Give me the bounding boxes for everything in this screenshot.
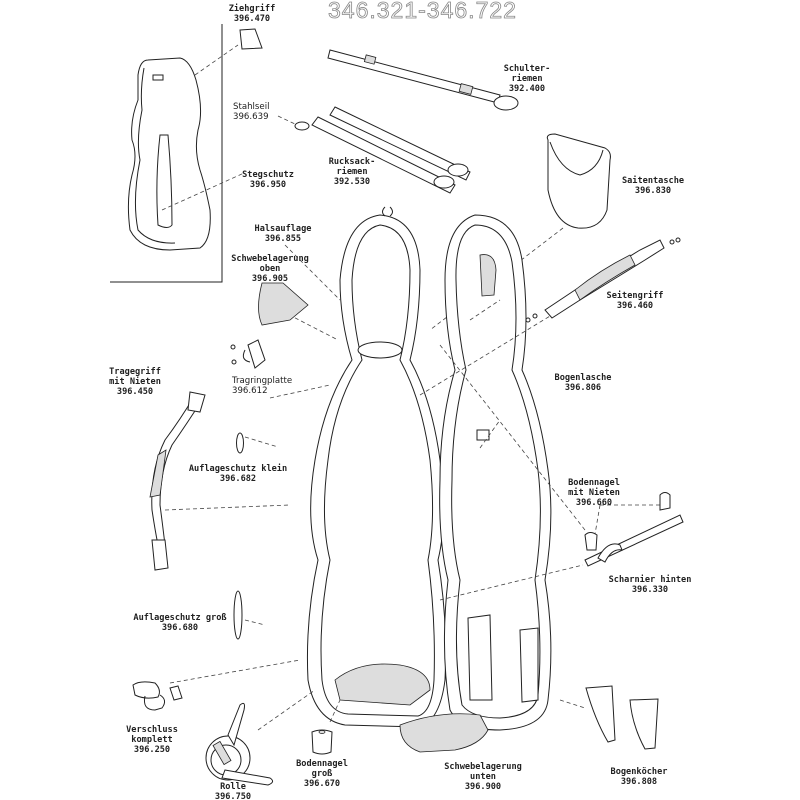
rolle-drawing xyxy=(205,702,274,786)
part-name: komplett xyxy=(131,735,173,745)
part-number: 396.905 xyxy=(251,274,289,284)
bodennagel-gross-drawing xyxy=(311,729,333,755)
part-number: 396.680 xyxy=(161,623,199,633)
case-lid-drawing xyxy=(306,206,447,728)
part-name: Bodennagel xyxy=(296,759,348,769)
part-name: Ziehgriff xyxy=(228,4,276,14)
verschluss-drawing xyxy=(132,681,183,711)
schwebelagerung-unten-drawing xyxy=(399,713,489,753)
part-name: Verschluss xyxy=(126,725,178,735)
part-name: Bogenlasche xyxy=(554,373,612,383)
part-name: groß xyxy=(311,769,333,779)
part-name: mit Nieten xyxy=(109,377,161,387)
part-name: mit Nieten xyxy=(568,488,620,498)
part-number: 396.808 xyxy=(620,777,658,787)
part-number: 396.250 xyxy=(133,745,171,755)
case-shell-drawing xyxy=(439,214,552,731)
auflageschutz-gross-drawing xyxy=(233,590,243,640)
part-number: 396.639 xyxy=(233,112,269,122)
part-name: riemen xyxy=(511,74,543,84)
part-name: Stegschutz xyxy=(242,170,294,180)
part-number: 392.530 xyxy=(333,177,371,187)
diagram-title: 346.321-346.722 xyxy=(328,0,517,23)
part-name: Saitentasche xyxy=(621,176,685,186)
part-name: Rucksack- xyxy=(328,157,376,167)
part-number: 396.950 xyxy=(249,180,287,190)
part-number: 396.670 xyxy=(303,779,341,789)
part-number: 396.750 xyxy=(214,792,252,800)
seitengriff-drawing xyxy=(525,237,681,323)
part-name: oben xyxy=(259,264,281,274)
part-name: Auflageschutz groß xyxy=(133,613,227,623)
tragringplatte-drawing xyxy=(230,339,266,369)
part-name: riemen xyxy=(336,167,368,177)
part-name: Seitengriff xyxy=(606,291,664,301)
part-name: Stahlseil xyxy=(233,102,270,112)
part-name: Halsauflage xyxy=(254,224,312,234)
ziehgriff-drawing xyxy=(239,28,263,50)
part-number: 396.830 xyxy=(634,186,672,196)
auflageschutz-klein-drawing xyxy=(236,432,244,454)
inset-frame xyxy=(110,24,223,283)
part-name: Scharnier hinten xyxy=(608,575,692,585)
part-name: Tragegriff xyxy=(109,367,161,377)
scharnier-drawing xyxy=(584,492,684,567)
saitentasche-drawing xyxy=(546,133,611,229)
part-number: 396.806 xyxy=(564,383,602,393)
tragegriff-drawing xyxy=(149,391,206,571)
stahlseil-drawing xyxy=(294,121,310,131)
part-name: Tragringplatte xyxy=(232,376,293,386)
part-name: Rolle xyxy=(220,782,246,792)
part-number: 396.660 xyxy=(575,498,613,508)
part-name: Schwebelagerung xyxy=(231,254,309,264)
part-number: 396.855 xyxy=(264,234,302,244)
part-number: 396.470 xyxy=(233,14,271,24)
rucksackriemen-drawing xyxy=(311,106,471,194)
part-number: 396.460 xyxy=(616,301,654,311)
part-name: Bodennagel xyxy=(568,478,620,488)
part-number: 396.682 xyxy=(219,474,257,484)
part-number: 396.612 xyxy=(232,386,268,396)
part-number: 396.330 xyxy=(631,585,669,595)
schulterriemen-drawing xyxy=(327,49,519,111)
part-name: Bogenköcher xyxy=(610,767,668,777)
part-number: 396.900 xyxy=(464,782,502,792)
part-name: Schwebelagerung xyxy=(444,762,522,772)
bogenkoecher-drawing xyxy=(585,685,659,750)
part-name: unten xyxy=(470,772,496,782)
part-name: Auflageschutz klein xyxy=(188,464,288,474)
part-number: 392.400 xyxy=(508,84,546,94)
part-number: 396.450 xyxy=(116,387,154,397)
gig-bag-drawing xyxy=(127,44,245,251)
part-name: Schulter- xyxy=(503,64,551,74)
schwebelagerung-oben-drawing xyxy=(258,282,309,326)
